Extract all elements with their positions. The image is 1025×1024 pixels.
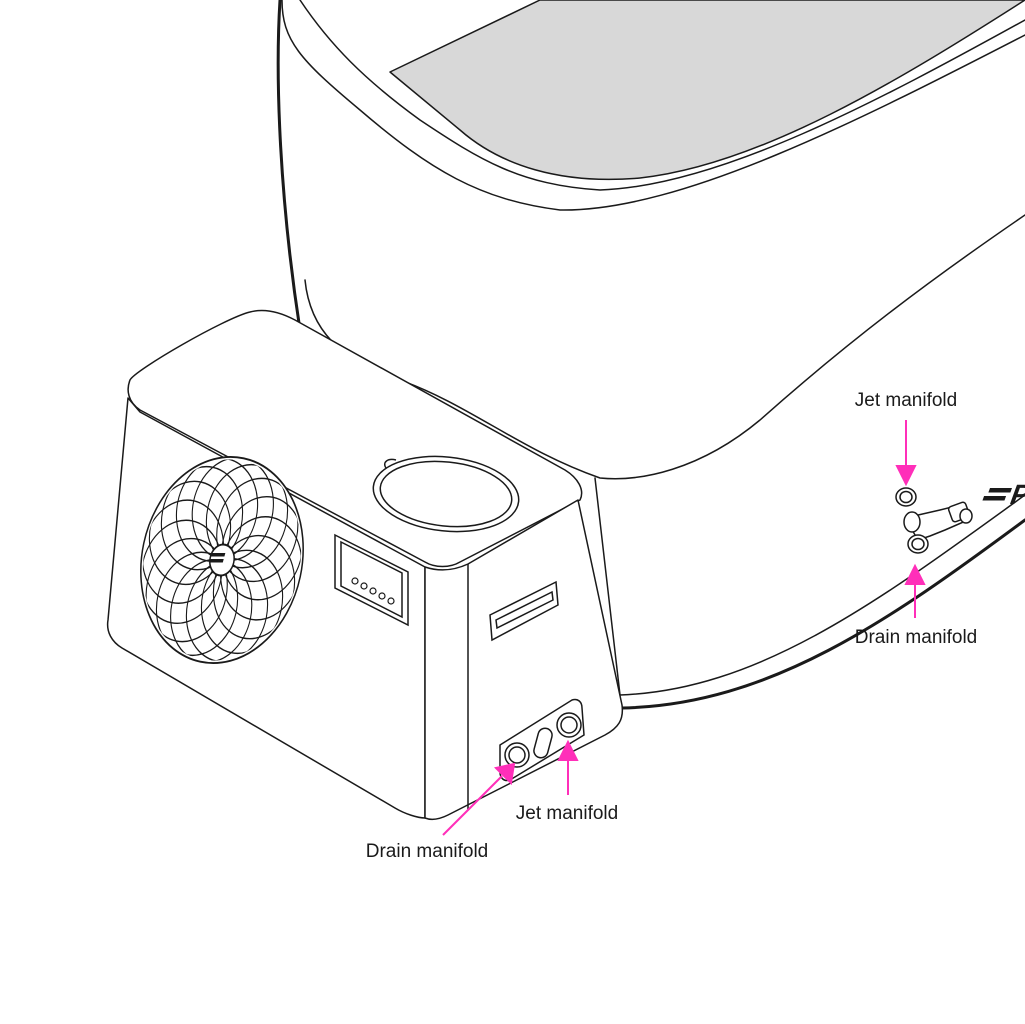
tub-jet-fitting: [895, 487, 917, 507]
unit-top: [127, 309, 583, 568]
tub-manifolds: [895, 487, 973, 554]
label-jet-manifold-unit: Jet manifold: [516, 803, 618, 824]
brand-logo-icon: [988, 488, 1012, 493]
tub-water: [389, 0, 1025, 181]
label-jet-manifold-tub: Jet manifold: [855, 390, 957, 411]
tub-brand-logo: P: [982, 480, 1025, 511]
svg-text:P: P: [1006, 480, 1025, 511]
label-drain-manifold-tub: Drain manifold: [855, 627, 978, 648]
tub-base-bottom: [620, 518, 1025, 710]
unit-jet-fitting: [556, 712, 582, 738]
unit-side-handle: [489, 580, 559, 642]
brand-logo-icon: [210, 553, 226, 557]
tub-rim-inner: [299, 0, 1025, 191]
label-drain-manifold-unit: Drain manifold: [366, 841, 489, 862]
callouts: [442, 420, 926, 836]
tub-left-wall: [276, 0, 315, 335]
unit-manifold-panel: [499, 698, 585, 782]
arrow-icon: [442, 775, 503, 836]
unit-control-panel: [334, 533, 409, 627]
panel-buttons: [351, 577, 395, 605]
fan-hub-logo: [208, 553, 226, 563]
tub-drain-valve: [903, 501, 973, 554]
unit-top-port: [372, 455, 520, 533]
tub-base-top: [619, 494, 1025, 696]
tub-right-edge: [594, 477, 621, 696]
tub-rim-outer: [281, 0, 1025, 211]
unit-drain-fitting: [504, 742, 530, 768]
